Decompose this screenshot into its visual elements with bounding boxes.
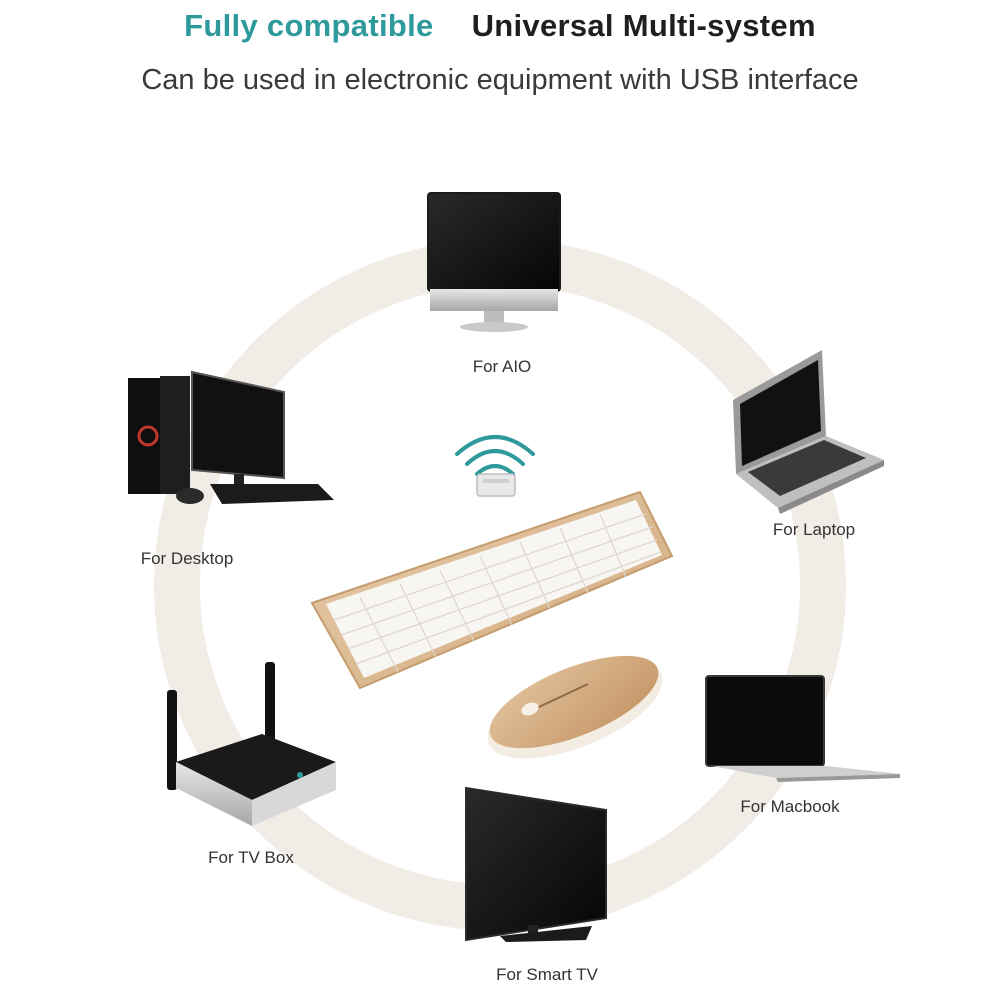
headline: Fully compatible Universal Multi-system bbox=[0, 8, 1000, 44]
header: Fully compatible Universal Multi-system C… bbox=[0, 0, 1000, 120]
wireless-signal-icon bbox=[455, 435, 535, 476]
label-desktop: For Desktop bbox=[140, 549, 234, 568]
label-laptop: For Laptop bbox=[772, 520, 856, 539]
headline-accent: Fully compatible bbox=[184, 8, 434, 43]
macbook-icon bbox=[705, 675, 900, 782]
tv-box-icon bbox=[167, 662, 336, 826]
keyboard-icon bbox=[310, 490, 674, 690]
laptop-icon bbox=[733, 350, 884, 514]
smart-tv-icon bbox=[465, 786, 607, 942]
usb-receiver-icon bbox=[476, 473, 516, 497]
label-tv-box: For TV Box bbox=[208, 848, 294, 867]
label-macbook: For Macbook bbox=[740, 797, 840, 816]
desktop-pc-icon bbox=[128, 370, 334, 504]
aio-computer-icon bbox=[427, 192, 561, 332]
label-aio: For AIO bbox=[472, 357, 532, 376]
mouse-icon bbox=[487, 655, 663, 759]
label-smart-tv: For Smart TV bbox=[496, 965, 598, 984]
subline: Can be used in electronic equipment with… bbox=[141, 64, 859, 96]
headline-main: Universal Multi-system bbox=[471, 8, 816, 43]
